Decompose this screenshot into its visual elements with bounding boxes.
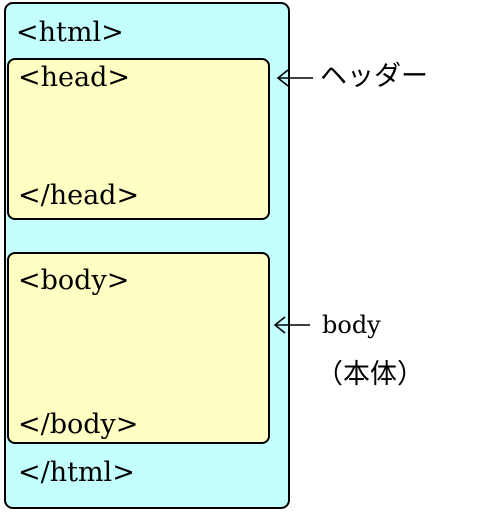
- body-arrow: [273, 316, 310, 334]
- header-annotation: ヘッダー: [320, 61, 428, 92]
- header-arrow: [276, 69, 313, 87]
- body-annotation-sub: （本体）: [316, 359, 424, 390]
- html-open-tag: <html>: [16, 17, 124, 48]
- head-close-tag: </head>: [18, 180, 140, 211]
- body-element-box: [7, 252, 270, 444]
- body-open-tag: <body>: [18, 265, 130, 296]
- body-close-tag: </body>: [18, 409, 139, 440]
- html-close-tag: </html>: [18, 457, 135, 488]
- body-annotation: body: [322, 311, 381, 339]
- head-open-tag: <head>: [18, 62, 130, 93]
- head-element-box: [7, 58, 270, 220]
